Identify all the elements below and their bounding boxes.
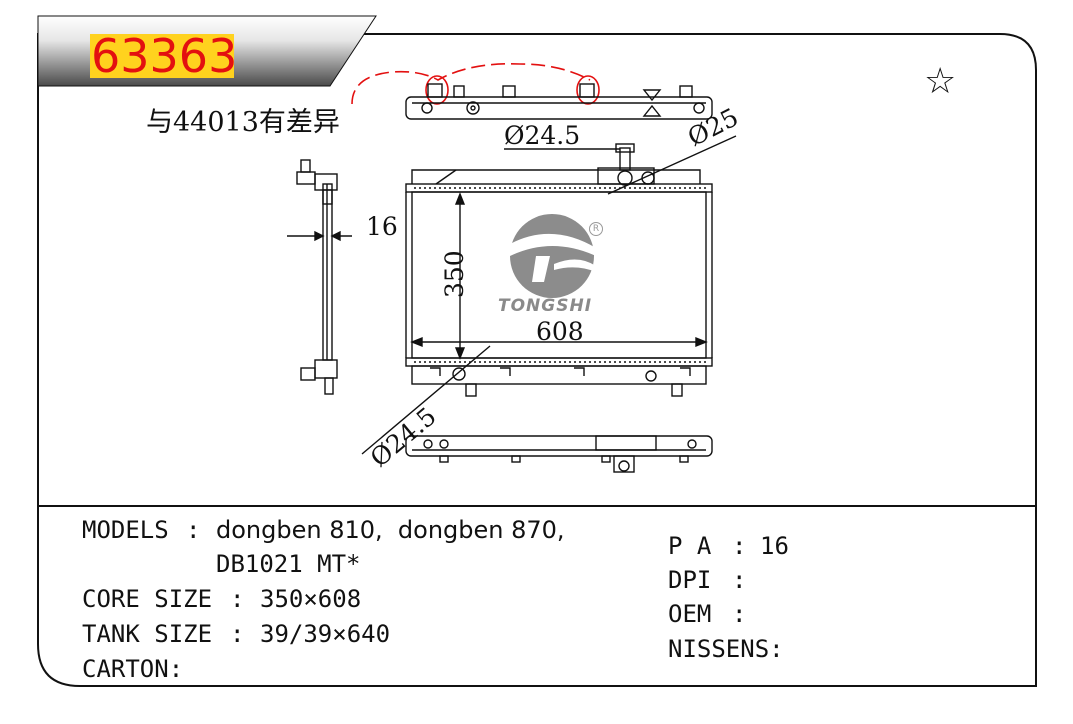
outer-border [37,33,1037,687]
models-value-line2: DB1021 MT* [216,550,361,578]
bottom-tank-view [405,435,713,473]
dpi-label: DPI [668,566,712,594]
star-outline-icon[interactable]: ☆ [924,61,957,102]
dim-core-width: 608 [536,317,584,346]
top-tank-view [405,83,713,120]
pa-colon: : [732,532,747,560]
tank-size-label: TANK SIZE [82,620,213,648]
tank-size-value: 39/39×640 [260,620,391,648]
oem-label: OEM [668,600,712,628]
pa-label: P A [668,532,712,560]
side-view [287,159,352,395]
carton-label: CARTON: [82,655,184,683]
core-size-label: CORE SIZE [82,585,213,613]
pa-value: 16 [760,532,789,560]
registered-mark: R [589,222,603,236]
oem-colon: : [732,600,747,628]
models-colon: : [186,516,201,544]
core-size-colon: : [230,585,245,613]
tank-size-colon: : [230,620,245,648]
annotation-circle-right [576,75,600,105]
models-label: MODELS [82,516,169,544]
dim-core-height: 350 [440,250,469,298]
core-size-value: 350×608 [260,585,362,613]
code-highlight [90,34,234,78]
nissens-label: NISSENS: [668,635,784,663]
part-code: 63363 [91,29,238,83]
dim-tank-thickness: 16 [366,212,398,241]
dim-outlet-pipe: Ø24.5 [504,121,581,150]
brand-text: TONGSHI [498,296,593,316]
models-value-line1: dongben 810, dongben 870, [216,516,565,544]
difference-note: 与44013有差异 [146,107,340,138]
front-view [405,143,713,397]
dpi-colon: : [732,566,747,594]
annotation-dashed-curve [351,63,591,105]
tongshi-logo-icon [510,214,596,298]
annotation-circle-left [425,75,449,105]
